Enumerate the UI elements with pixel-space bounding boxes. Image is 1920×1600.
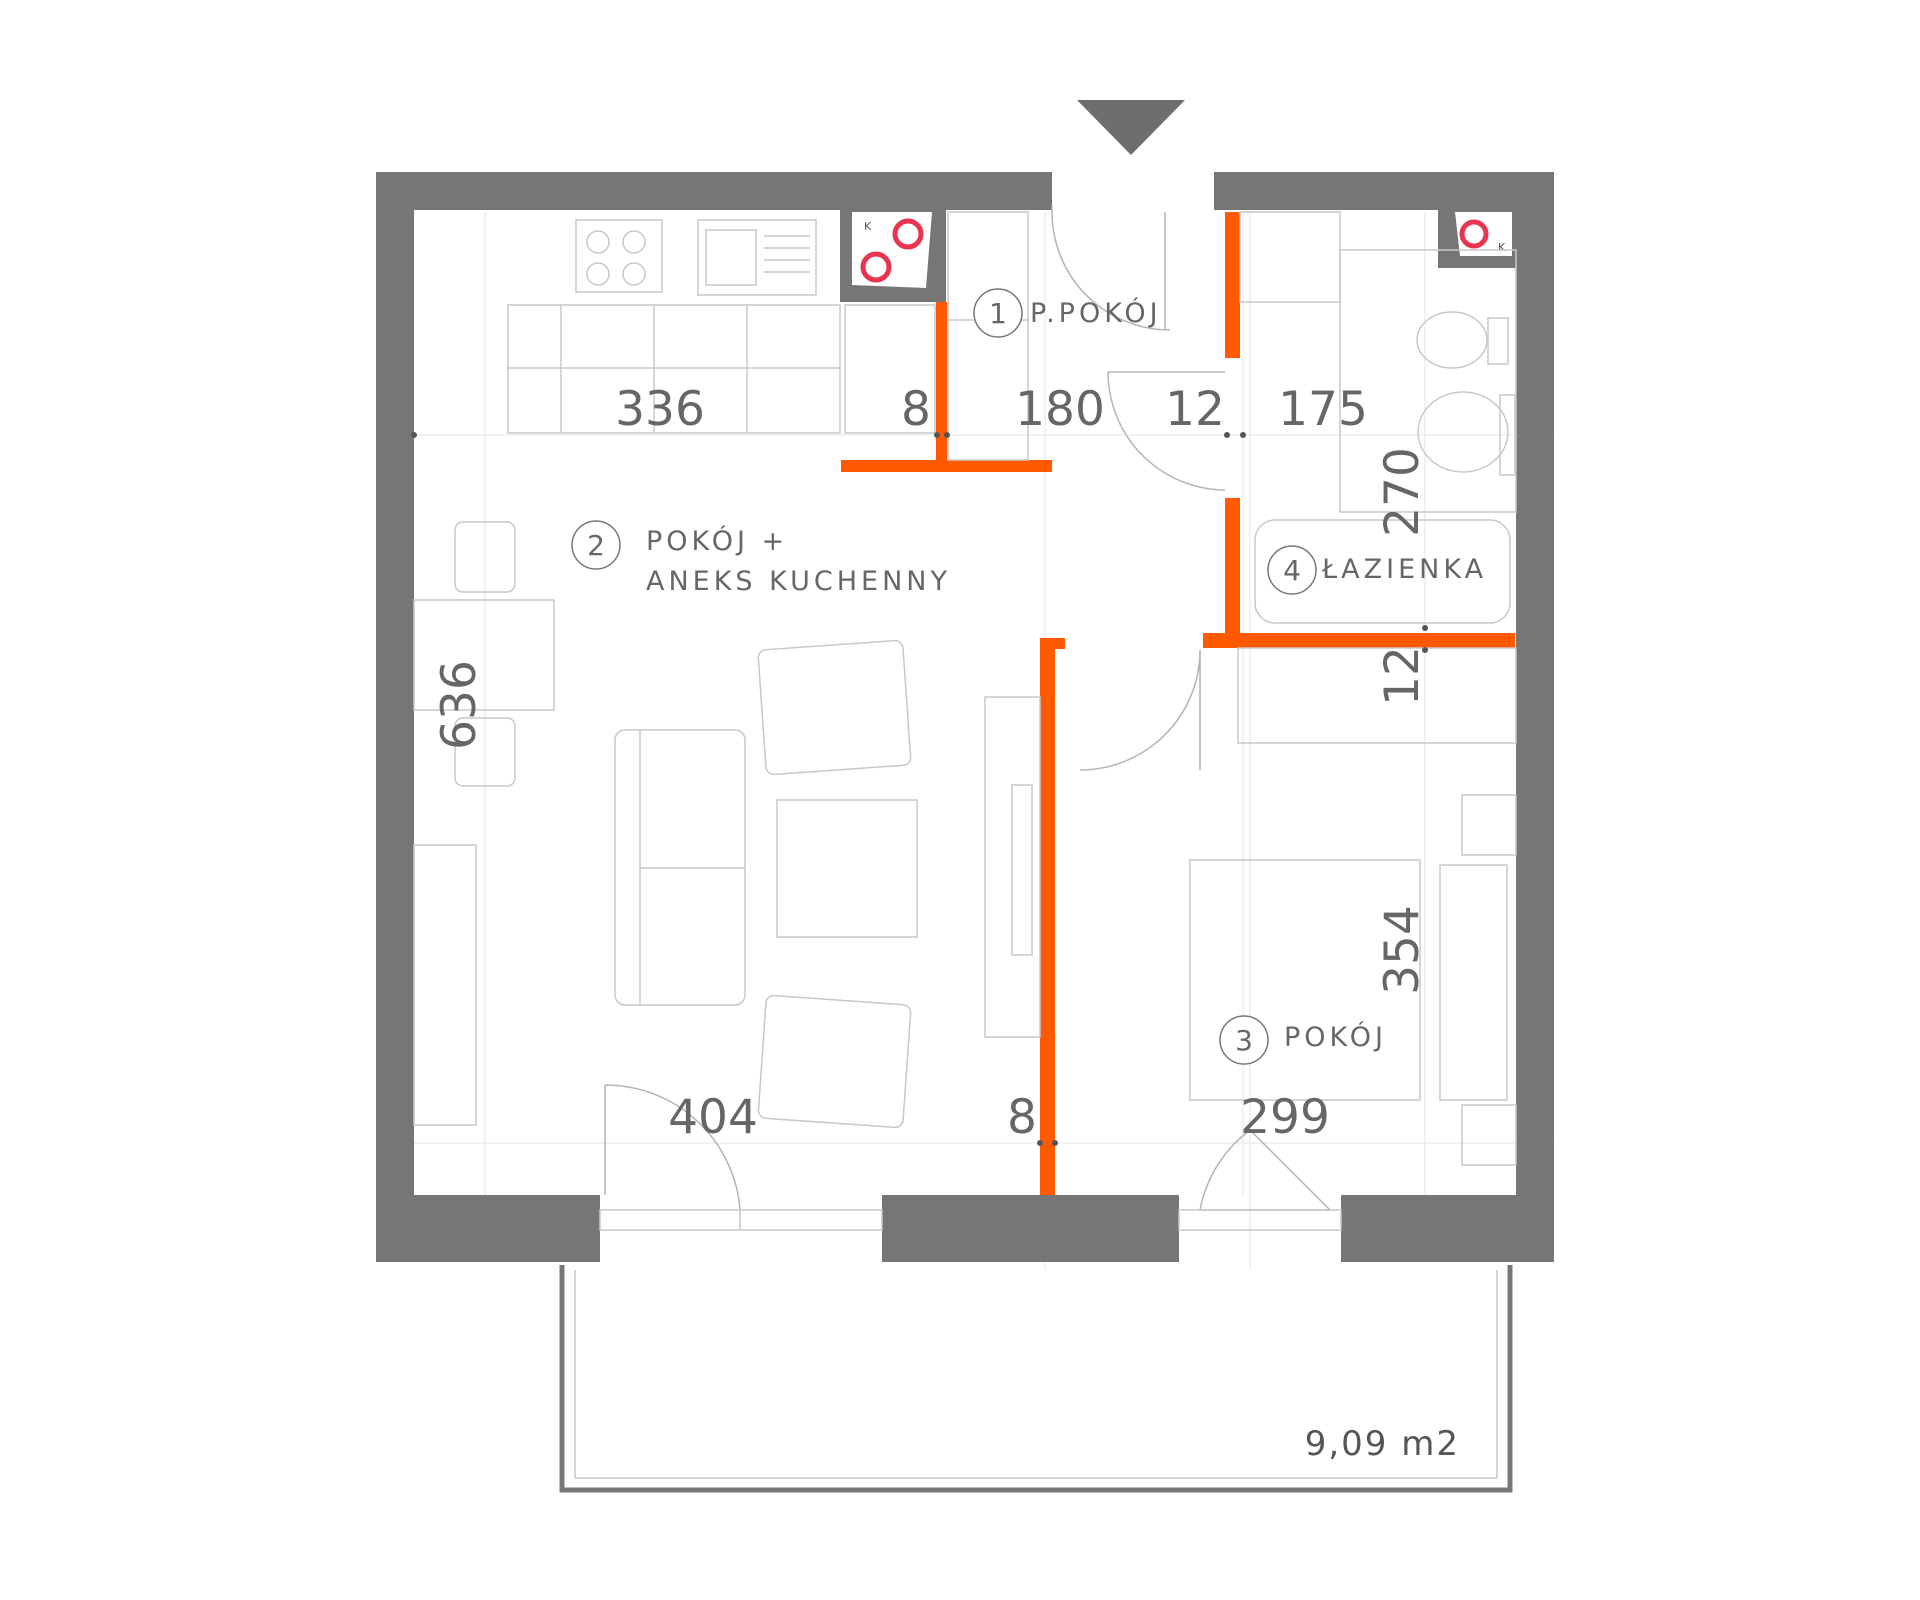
- room-4-number: 4: [1283, 554, 1301, 587]
- hall: [947, 205, 1226, 491]
- room-labels: 1 P.POKÓJ 2 POKÓJ + ANEKS KUCHENNY 3 POK…: [571, 288, 1487, 1065]
- living-room: [413, 521, 1041, 1231]
- kitchen: [507, 219, 936, 434]
- vent-mark-k: K: [864, 220, 872, 233]
- balcony-area: 9,09 m2: [1305, 1424, 1460, 1464]
- bedside: [1439, 864, 1508, 1101]
- vent-shaft-bathroom: K: [1438, 210, 1516, 268]
- dim-bath-depth: 270: [1375, 447, 1430, 537]
- dim-living-depth: 636: [432, 660, 487, 750]
- room-number-circle: [1267, 545, 1317, 595]
- dim-kitchen-width: 336: [615, 382, 705, 437]
- room-3-name: POKÓJ: [1284, 1021, 1387, 1053]
- room-number-circle: [571, 520, 621, 570]
- cooktop: [575, 219, 663, 293]
- room-number-circle: [973, 288, 1023, 338]
- dim-bedroom-depth: 354: [1375, 905, 1430, 995]
- room-number-circle: [1219, 1015, 1269, 1065]
- bathtub: [1254, 519, 1511, 624]
- bed: [1189, 859, 1421, 1101]
- dim-bath-wall: 12: [1165, 382, 1225, 437]
- chair: [454, 717, 516, 787]
- vent-shaft-kitchen: K: [840, 210, 946, 302]
- dim-hall-width: 180: [1015, 382, 1105, 437]
- dining-table: [413, 599, 555, 711]
- coffee-table: [776, 799, 918, 938]
- dim-bath-width: 175: [1278, 382, 1368, 437]
- entrance-arrow: [1077, 100, 1185, 155]
- room-2-number: 2: [587, 529, 605, 562]
- dim-bath-bottom-wall: 12: [1375, 646, 1430, 706]
- bathroom: [1079, 211, 1517, 771]
- armchair: [757, 994, 912, 1129]
- room-1-name: P.POKÓJ: [1030, 297, 1162, 329]
- cabinet: [413, 844, 477, 1126]
- sink: [697, 219, 817, 296]
- dimensions: 336 8 180 12 175 270 12 636 354 404 8 29…: [432, 382, 1430, 1145]
- partitions: [841, 212, 1515, 1195]
- room-3-number: 3: [1235, 1024, 1253, 1057]
- tv-unit: [984, 696, 1041, 1038]
- toilet: [1416, 311, 1488, 369]
- washbasin: [1417, 391, 1509, 473]
- dim-living-width: 404: [668, 1090, 758, 1145]
- dim-partition-b: 8: [1007, 1090, 1037, 1145]
- armchair: [757, 639, 912, 776]
- chair: [454, 521, 516, 593]
- outer-walls: [376, 172, 1554, 1262]
- dim-bedroom-width: 299: [1240, 1090, 1330, 1145]
- room-2-name-line1: POKÓJ +: [646, 525, 788, 557]
- room-4-name: ŁAZIENKA: [1321, 554, 1487, 585]
- vent-mark-k-2: K: [1498, 241, 1506, 254]
- dimension-dots: [411, 432, 1428, 1146]
- dim-partition-a: 8: [901, 382, 931, 437]
- room-1-number: 1: [989, 297, 1007, 330]
- room-2-name-line2: ANEKS KUCHENNY: [646, 566, 951, 597]
- balcony: 9,09 m2: [559, 1265, 1513, 1493]
- bedroom: [1178, 794, 1517, 1231]
